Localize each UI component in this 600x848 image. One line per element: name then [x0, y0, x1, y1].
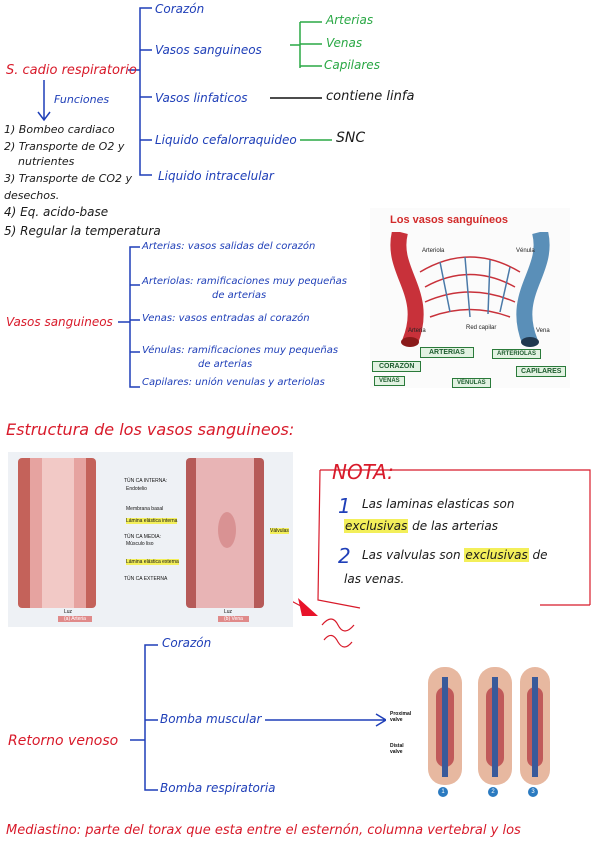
flow-capilares: CAPILARES: [516, 366, 567, 377]
vasos-item: Arteriolas: ramificaciones muy pequeñas: [142, 276, 348, 287]
function-item: 2) Transporte de O2 y: [4, 140, 125, 153]
label-arteriola: Arteriola: [422, 248, 445, 254]
branch-liquido-intracelular: Liquido intracelular: [158, 169, 274, 183]
function-item: 1) Bombeo cardiaco: [4, 123, 115, 136]
note2-highlight: exclusivas: [464, 548, 529, 562]
function-item: desechos.: [4, 189, 60, 202]
fig-label: TÚN CA INTERNA:: [124, 478, 168, 484]
vessel-type-capilares: Capilares: [324, 58, 380, 72]
note2-text: Las valvulas son exclusivas de: [362, 548, 548, 562]
retorno-venoso-root: Retorno venoso: [8, 733, 119, 749]
note-number-2: 2: [338, 544, 351, 568]
note1-text: Las laminas elasticas son: [362, 498, 514, 510]
linfa-note: contiene linfa: [326, 89, 415, 104]
function-item: 3) Transporte de CO2 y: [4, 172, 133, 185]
flow-arteriolas: ARTERIOLAS: [492, 349, 541, 359]
fig-label: Válvulas: [270, 528, 289, 534]
snc-note: SNC: [336, 130, 366, 146]
fig-label: TÚN CA EXTERNA: [124, 576, 168, 582]
step-badge: 3: [528, 787, 538, 797]
label-red-capilar: Red capilar: [466, 325, 497, 331]
muscle-pump-figure: Proximal valve Distal valve 1 2 3: [386, 657, 554, 805]
fig-label: TÚN CA MEDIA:: [124, 534, 161, 540]
vasos-item: Venas: vasos entradas al corazón: [142, 313, 310, 324]
label-vena: Vena: [536, 328, 550, 334]
retorno-item-corazon: Corazón: [162, 636, 212, 650]
note1-highlight: exclusivas: [344, 519, 409, 533]
functions-label: Funciones: [54, 93, 110, 106]
fig-label: Endotelio: [126, 486, 147, 492]
note1-text-pre: Las laminas elasticas son: [362, 497, 515, 511]
root-label-sistema: S. cadio respiratorio: [6, 63, 137, 78]
vasos-item: Capilares: unión venulas y arteriolas: [142, 377, 325, 388]
label-distal-valve: Distal valve: [390, 743, 404, 755]
fig-label: (b) Vena: [218, 616, 249, 622]
step-badge: 2: [488, 787, 498, 797]
note2-line2: las venas.: [344, 572, 405, 586]
note1-text-post: de las arterias: [412, 519, 498, 533]
fig-label: Lámina elástica interna: [126, 518, 178, 524]
branch-corazon: Corazón: [155, 2, 205, 16]
vasos-item: de arterias: [212, 290, 267, 301]
fig-label: Luz: [64, 609, 73, 615]
fig-label: Luz: [224, 609, 233, 615]
fig-label: Lámina elástica externa: [126, 559, 179, 565]
label-venula: Vénula: [516, 248, 535, 254]
vessels-illustration: [390, 232, 550, 347]
branch-vasos-sanguineos: Vasos sanguineos: [155, 43, 262, 57]
section-title-estructura: Estructura de los vasos sanguineos:: [6, 420, 295, 439]
flow-corazon: CORAZÓN: [372, 361, 422, 372]
note2-text-pre: Las valvulas son: [362, 548, 461, 562]
vessel-type-venas: Venas: [326, 36, 363, 50]
vessel-type-arterias: Arterias: [326, 13, 374, 27]
function-item: 5) Regular la temperatura: [4, 224, 161, 238]
note-title: NOTA:: [332, 460, 394, 484]
label-proximal-valve: Proximal valve: [390, 711, 412, 723]
branch-lcr: Liquido cefalorraquideo: [155, 133, 297, 147]
fig-label: (a) Arteria: [58, 616, 92, 622]
note-number-1: 1: [338, 494, 351, 518]
flow-venas: VENAS: [374, 376, 405, 386]
function-item: nutrientes: [18, 155, 75, 168]
retorno-item-bomba-respiratoria: Bomba respiratoria: [160, 781, 276, 795]
retorno-item-bomba-muscular: Bomba muscular: [160, 712, 262, 726]
branch-vasos-linfaticos: Vasos linfaticos: [155, 91, 248, 105]
flow-arterias: ARTERIAS: [420, 347, 474, 358]
vasos-sanguineos-root: Vasos sanguineos: [6, 315, 113, 329]
flow-venulas: VÉNULAS: [452, 378, 491, 388]
step-badge: 1: [438, 787, 448, 797]
vasos-item: Arterias: vasos salidas del corazón: [142, 241, 316, 252]
footer-note: Mediastino: parte del torax que esta ent…: [6, 823, 521, 838]
label-arteria: Arteria: [408, 328, 426, 334]
fig-label: Músculo liso: [126, 541, 154, 547]
vessels-figure-title: Los vasos sanguíneos: [390, 214, 508, 226]
vasos-item: Vénulas: ramificaciones muy pequeñas: [142, 345, 339, 356]
function-item: 4) Eq. acido-base: [4, 205, 109, 219]
note1-line2: exclusivas de las arterias: [344, 519, 498, 533]
note2-text-post: de: [532, 548, 548, 562]
vasos-item: de arterias: [198, 359, 253, 370]
fig-label: Membrana basal: [126, 506, 164, 512]
vessel-structure-figure: TÚN CA INTERNA: Endotelio Membrana basal…: [8, 452, 293, 627]
